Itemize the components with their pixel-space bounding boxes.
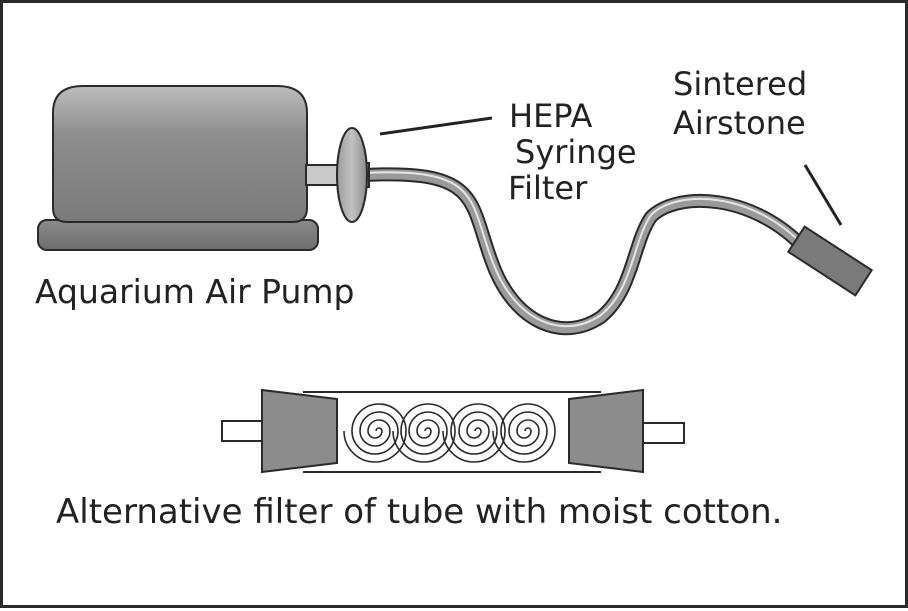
pump-outlet-nozzle	[305, 164, 341, 186]
hepa-syringe-filter	[336, 127, 370, 223]
hepa-filter-label: HEPA Syringe Filter	[491, 97, 637, 207]
air-pump	[37, 85, 341, 251]
airstone-label-line-1: Sintered	[673, 65, 808, 103]
airstone-label-line-2: Airstone	[673, 104, 806, 143]
hepa-label-line-1: HEPA	[509, 97, 593, 135]
air-tubing	[358, 167, 812, 336]
pump-base	[37, 219, 319, 251]
tube-right-nozzle	[640, 422, 685, 444]
syringe-filter-disc	[336, 127, 368, 223]
tube-left-nozzle	[221, 420, 266, 442]
sintered-airstone	[786, 225, 874, 297]
diagram-caption: Alternative filter of tube with moist co…	[56, 492, 783, 532]
diagram-canvas	[37, 85, 874, 474]
airstone-leader-line	[803, 164, 843, 226]
air-pump-label: Aquarium Air Pump	[35, 272, 355, 311]
hepa-label-line-3: Filter	[508, 168, 588, 207]
airstone-label: Sintered Airstone	[673, 65, 807, 143]
cotton-fill	[343, 403, 556, 463]
pump-body	[52, 85, 308, 223]
tube-right-stopper	[568, 388, 644, 474]
tube-left-stopper	[261, 388, 338, 474]
hepa-label-line-2: Syringe	[515, 132, 637, 171]
hepa-leader-line	[379, 116, 493, 136]
alternative-tube-filter	[221, 388, 685, 474]
